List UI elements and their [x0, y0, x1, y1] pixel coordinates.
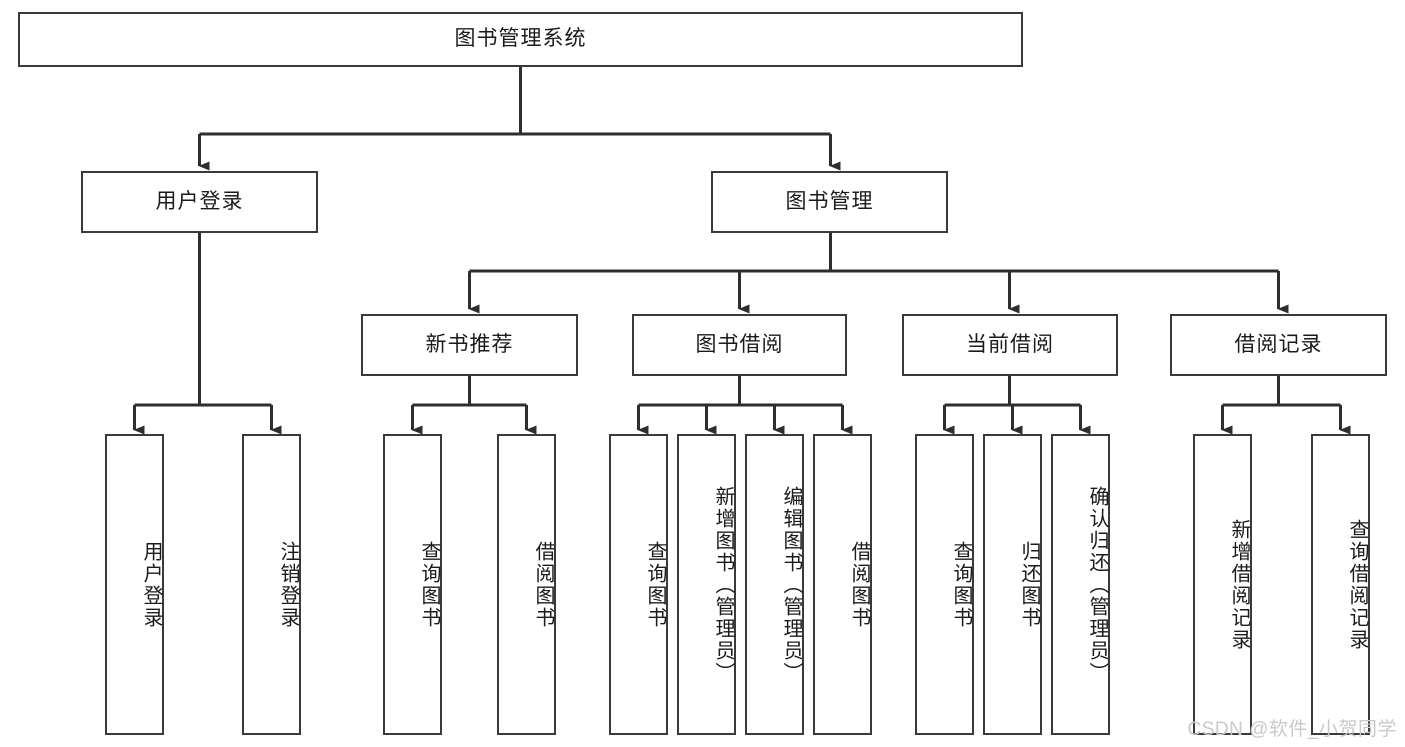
leaf-borrow-add-book-admin[interactable]: 新增图书（管理员） — [677, 434, 736, 735]
node-label: 当前借阅 — [966, 332, 1054, 356]
leaf-user-login-login[interactable]: 用户登录 — [105, 434, 164, 735]
node-label: 查询图书 — [644, 540, 666, 629]
node-label: 查询借阅记录 — [1346, 518, 1368, 651]
node-user-login[interactable]: 用户登录 — [81, 171, 318, 233]
node-new-book-recommend[interactable]: 新书推荐 — [361, 314, 578, 376]
node-label: 借阅记录 — [1234, 332, 1323, 356]
leaf-recommend-query-book[interactable]: 查询图书 — [383, 434, 442, 735]
node-book-borrow[interactable]: 图书借阅 — [632, 314, 847, 376]
watermark: CSDN @软件_小贺同学 — [1187, 719, 1397, 740]
leaf-current-query-book[interactable]: 查询图书 — [915, 434, 974, 735]
leaf-borrow-borrow-book[interactable]: 借阅图书 — [813, 434, 872, 735]
node-label: 图书管理 — [785, 189, 874, 213]
node-label: 用户登录 — [155, 189, 244, 213]
node-label: 新增图书（管理员） — [712, 485, 734, 684]
leaf-current-confirm-return-admin[interactable]: 确认归还（管理员） — [1051, 434, 1110, 735]
node-root-book-management-system[interactable]: 图书管理系统 — [18, 12, 1023, 67]
node-label: 图书管理系统 — [454, 27, 587, 51]
node-label: 确认归还（管理员） — [1086, 485, 1108, 684]
leaf-borrow-query-book[interactable]: 查询图书 — [609, 434, 668, 735]
node-label: 归还图书 — [1018, 540, 1040, 629]
node-label: 新增借阅记录 — [1228, 518, 1250, 651]
node-current-borrow[interactable]: 当前借阅 — [902, 314, 1118, 376]
node-label: 新书推荐 — [425, 332, 514, 356]
node-book-management[interactable]: 图书管理 — [711, 171, 948, 233]
leaf-current-return-book[interactable]: 归还图书 — [983, 434, 1042, 735]
node-label: 借阅图书 — [848, 540, 870, 629]
node-label: 注销登录 — [277, 540, 299, 629]
node-label: 图书借阅 — [695, 332, 784, 356]
leaf-record-query-borrow-record[interactable]: 查询借阅记录 — [1311, 434, 1370, 735]
node-label: 编辑图书（管理员） — [780, 485, 802, 684]
node-label: 借阅图书 — [532, 540, 554, 629]
node-label: 用户登录 — [140, 540, 162, 629]
leaf-borrow-edit-book-admin[interactable]: 编辑图书（管理员） — [745, 434, 804, 735]
node-label: 查询图书 — [950, 540, 972, 629]
leaf-record-add-borrow-record[interactable]: 新增借阅记录 — [1193, 434, 1252, 735]
node-label: 查询图书 — [418, 540, 440, 629]
leaf-user-login-logout[interactable]: 注销登录 — [242, 434, 301, 735]
node-borrow-record[interactable]: 借阅记录 — [1170, 314, 1387, 376]
leaf-recommend-borrow-book[interactable]: 借阅图书 — [497, 434, 556, 735]
